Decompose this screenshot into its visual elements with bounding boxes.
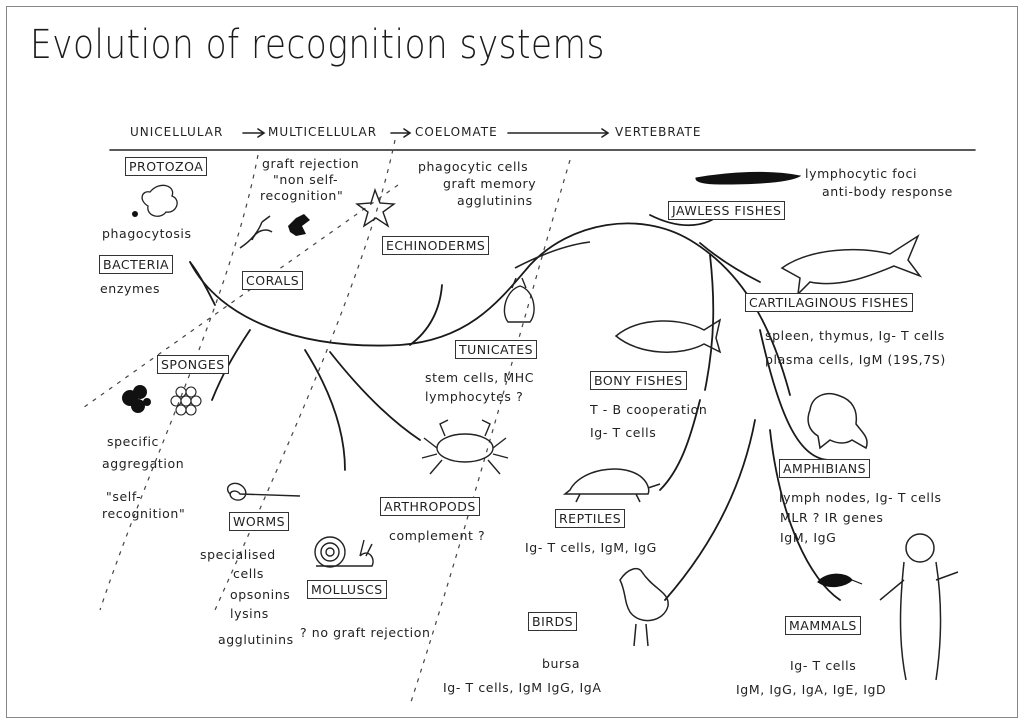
group-sponges: SPONGES xyxy=(157,355,229,374)
note-rept-1: Ig- T cells, IgM, IgG xyxy=(525,540,657,555)
branch-main xyxy=(189,222,791,396)
note-amph-2: MLR ? IR genes xyxy=(780,510,884,525)
bony-fish-icon xyxy=(614,318,722,354)
scale-arrow-1 xyxy=(242,128,266,138)
note-bursa: bursa xyxy=(542,656,581,671)
scale-multicellular: MULTICELLULAR xyxy=(268,125,378,139)
note-non-self-2: recognition" xyxy=(260,188,344,203)
note-specific: specific xyxy=(107,434,160,449)
snail-icon xyxy=(314,536,374,568)
note-spec-cells-1: specialised xyxy=(200,547,276,562)
note-enzymes: enzymes xyxy=(100,281,161,296)
note-phagocytosis: phagocytosis xyxy=(102,226,192,241)
note-self-1: "self- xyxy=(106,489,142,504)
scale-unicellular: UNICELLULAR xyxy=(130,125,224,139)
group-corals: CORALS xyxy=(242,271,304,290)
note-cart-1: spleen, thymus, Ig- T cells xyxy=(765,328,945,343)
group-reptiles: REPTILES xyxy=(555,509,626,528)
note-opsonins: opsonins xyxy=(230,587,291,602)
human-icon xyxy=(879,533,959,681)
divider-1 xyxy=(99,154,259,611)
starfish-icon xyxy=(355,187,396,228)
note-echino-3: agglutinins xyxy=(457,193,533,208)
turtle-icon xyxy=(562,468,661,503)
branch-reptiles xyxy=(659,399,701,491)
mouse-icon xyxy=(817,573,863,588)
scale-arrow-3 xyxy=(507,128,610,138)
sponge-icon xyxy=(122,385,202,416)
worm-icon xyxy=(226,482,301,501)
note-non-self-1: "non self- xyxy=(273,172,339,187)
note-lymphocytes: lymphocytes ? xyxy=(425,389,524,404)
bacteria-icon xyxy=(132,211,138,217)
divider-2 xyxy=(214,139,396,611)
group-echinoderms: ECHINODERMS xyxy=(382,236,490,255)
note-spec-cells-2: cells xyxy=(233,566,265,581)
note-self-2: recognition" xyxy=(102,506,186,521)
coral-icon xyxy=(239,214,310,249)
note-lymph-foci: lymphocytic foci xyxy=(805,166,918,181)
group-bacteria: BACTERIA xyxy=(99,255,174,274)
branch-bony xyxy=(704,254,715,391)
group-arthropods: ARTHROPODS xyxy=(380,497,480,516)
group-worms: WORMS xyxy=(229,512,290,531)
note-amph-1: lymph nodes, Ig- T cells xyxy=(779,490,942,505)
note-agglutinins: agglutinins xyxy=(218,632,294,647)
branch-amphibians xyxy=(759,329,831,461)
branch-mammals xyxy=(769,429,841,601)
branch-birds xyxy=(664,419,756,601)
branch-protozoa xyxy=(189,261,216,306)
lamprey-icon xyxy=(695,171,802,185)
note-stem-cells: stem cells, MHC xyxy=(425,370,535,385)
note-antibody: anti-body response xyxy=(822,184,953,199)
frog-icon xyxy=(807,392,868,450)
note-mam-1: Ig- T cells xyxy=(790,658,857,673)
figure-frame xyxy=(6,6,1018,718)
note-bony-1: T - B cooperation xyxy=(590,402,708,417)
group-amphibians: AMPHIBIANS xyxy=(779,459,871,478)
note-complement: complement ? xyxy=(389,528,486,543)
note-bony-2: Ig- T cells xyxy=(590,425,657,440)
group-tunicates: TUNICATES xyxy=(455,340,538,359)
branch-worms xyxy=(304,349,346,471)
scale-coelomate: COELOMATE xyxy=(415,125,498,139)
figure-title: Evolution of recognition systems xyxy=(30,22,605,68)
crab-icon xyxy=(421,419,509,475)
group-cartilaginous-fishes: CARTILAGINOUS FISHES xyxy=(745,293,913,312)
amoeba-icon xyxy=(141,184,178,217)
scale-arrow-2 xyxy=(390,128,412,138)
note-no-graft: ? no graft rejection xyxy=(300,625,431,640)
group-protozoa: PROTOZOA xyxy=(125,157,208,176)
shark-icon xyxy=(780,234,923,297)
branch-echinoderms xyxy=(409,284,443,346)
scale-vertebrate: VERTEBRATE xyxy=(615,125,702,139)
group-bony-fishes: BONY FISHES xyxy=(590,371,687,390)
note-graft-rejection: graft rejection xyxy=(262,156,360,171)
group-jawless-fishes: JAWLESS FISHES xyxy=(668,201,786,220)
note-birds-1: Ig- T cells, IgM IgG, IgA xyxy=(443,680,602,695)
group-molluscs: MOLLUSCS xyxy=(307,580,387,599)
group-birds: BIRDS xyxy=(528,612,578,631)
chicken-icon xyxy=(619,567,669,647)
note-echino-1: phagocytic cells xyxy=(418,159,529,174)
branch-cartilaginous xyxy=(699,242,761,283)
note-echino-2: graft memory xyxy=(443,176,537,191)
group-mammals: MAMMALS xyxy=(785,616,861,635)
note-aggregation: aggregation xyxy=(102,456,185,471)
lancelet-icon xyxy=(514,241,591,269)
note-lysins: lysins xyxy=(230,606,269,621)
tunicate-icon xyxy=(503,277,535,323)
note-amph-3: IgM, IgG xyxy=(780,530,837,545)
note-cart-2: plasma cells, IgM (19S,7S) xyxy=(765,352,946,367)
branch-arthropods xyxy=(329,351,421,441)
note-mam-2: IgM, IgG, IgA, IgE, IgD xyxy=(736,682,887,697)
